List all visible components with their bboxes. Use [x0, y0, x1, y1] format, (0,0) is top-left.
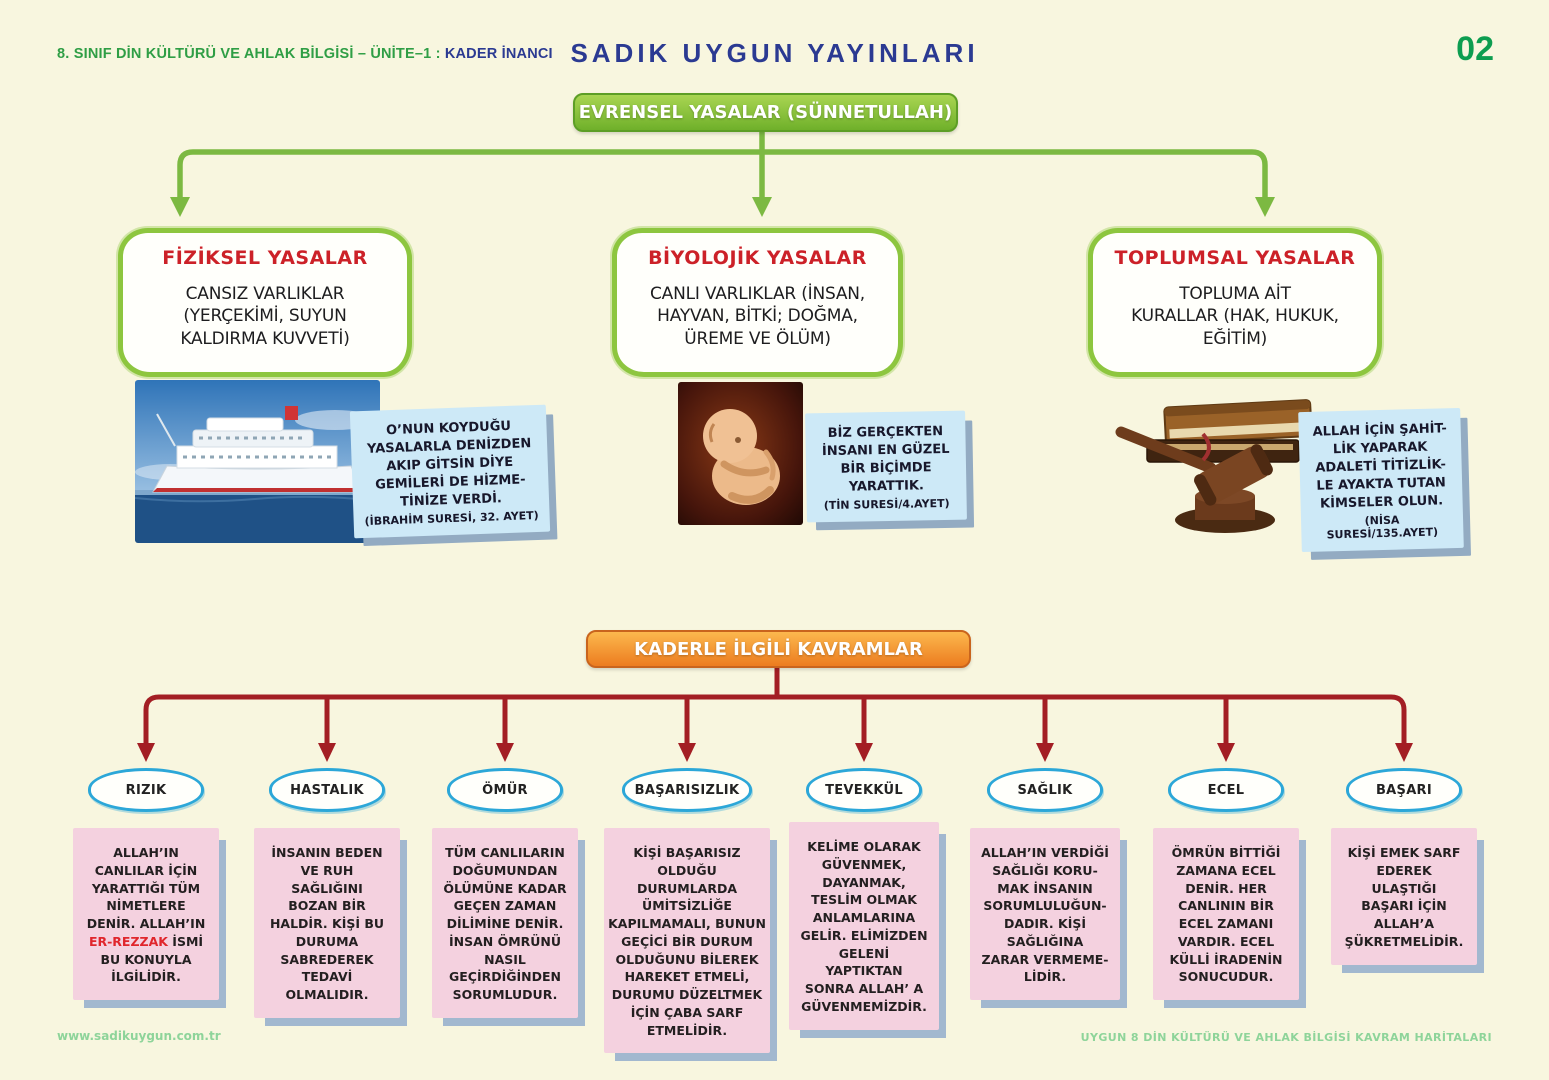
unit-label: KADER İNANCI — [444, 46, 553, 62]
series-title: UYGUN 8 DİN KÜLTÜRÜ VE AHLAK BİLGİSİ KAV… — [1080, 1031, 1492, 1044]
concept-oval-basari: BAŞARI — [1346, 768, 1462, 812]
cruise-ship-photo — [135, 380, 380, 543]
concept-text: ÖMRÜN BİTTİĞİ ZAMANA ECEL DENİR. HER CAN… — [1157, 844, 1295, 986]
concept-note-basarisizlik: KİŞİ BAŞARISIZ OLDUĞU DURUMLARDA ÜMİTSİZ… — [604, 828, 770, 1054]
text-pre: ALLAH’IN VERDİĞİ SAĞLIĞI KORU- MAK İNSAN… — [981, 845, 1109, 985]
verse-note-biological: BİZ GERÇEKTEN İNSANI EN GÜZEL BİR BİÇİMD… — [805, 410, 967, 523]
law-title: BİYOLOJİK YASALAR — [648, 247, 867, 269]
verse-source: (NİSA SURESİ/135.AYET) — [1326, 513, 1439, 542]
highlighted-term: ER-REZZAK — [88, 933, 168, 949]
verse-text: ALLAH İÇİN ŞAHİT- LİK YAPARAK ADALETİ Tİ… — [1312, 421, 1447, 512]
concept-oval-saglik: SAĞLIK — [987, 768, 1103, 812]
concept-text: ALLAH’IN VERDİĞİ SAĞLIĞI KORU- MAK İNSAN… — [974, 844, 1116, 986]
law-box-social: TOPLUMSAL YASALAR TOPLUMA AİT KURALLAR (… — [1088, 228, 1382, 377]
concept-note-tevekkul: KELİME OLARAK GÜVENMEK, DAYANMAK, TESLİM… — [789, 822, 939, 1030]
verse-note-physical: O’NUN KOYDUĞU YASALARLA DENİZDEN AKIP Gİ… — [349, 404, 551, 539]
gavel-books-photo — [1103, 374, 1318, 544]
fetus-photo — [678, 382, 803, 525]
law-body: CANSIZ VARLIKLAR (YERÇEKİMİ, SUYUN KALDI… — [180, 284, 350, 349]
concept-text: ALLAH’IN CANLILAR İÇİN YARATTIĞI TÜM NİM… — [77, 844, 215, 986]
law-title: TOPLUMSAL YASALAR — [1114, 247, 1356, 269]
website-url: www.sadikuygun.com.tr — [57, 1029, 221, 1043]
header-course-title: 8. SINIF DİN KÜLTÜRÜ VE AHLAK BİLGİSİ – … — [57, 46, 553, 62]
law-title: FİZİKSEL YASALAR — [162, 247, 368, 269]
text-pre: KİŞİ BAŞARISIZ OLDUĞU DURUMLARDA ÜMİTSİZ… — [608, 845, 766, 1038]
publisher-title: SADIK UYGUN YAYINLARI — [570, 38, 979, 68]
concept-text: KELİME OLARAK GÜVENMEK, DAYANMAK, TESLİM… — [793, 838, 935, 1016]
concept-oval-ecel: ECEL — [1168, 768, 1284, 812]
text-pre: ALLAH’IN CANLILAR İÇİN YARATTIĞI TÜM NİM… — [86, 845, 206, 931]
course-label: 8. SINIF DİN KÜLTÜRÜ VE AHLAK BİLGİSİ – … — [57, 46, 445, 62]
concept-note-omur: TÜM CANLILARIN DOĞUMUNDAN ÖLÜMÜNE KADAR … — [432, 828, 578, 1018]
law-box-physical: FİZİKSEL YASALAR CANSIZ VARLIKLAR (YERÇE… — [118, 228, 412, 377]
concept-note-basari: KİŞİ EMEK SARF EDEREK ULAŞTIĞI BAŞARI İÇ… — [1331, 828, 1477, 965]
text-pre: TÜM CANLILARIN DOĞUMUNDAN ÖLÜMÜNE KADAR … — [443, 845, 567, 1002]
concept-note-saglik: ALLAH’IN VERDİĞİ SAĞLIĞI KORU- MAK İNSAN… — [970, 828, 1120, 1000]
concept-note-rizik: ALLAH’IN CANLILAR İÇİN YARATTIĞI TÜM NİM… — [73, 828, 219, 1000]
law-body: TOPLUMA AİT KURALLAR (HAK, HUKUK, EĞİTİM… — [1131, 284, 1339, 349]
concept-oval-tevekkul: TEVEKKÜL — [806, 768, 922, 812]
concept-oval-omur: ÖMÜR — [447, 768, 563, 812]
concept-text: KİŞİ EMEK SARF EDEREK ULAŞTIĞI BAŞARI İÇ… — [1335, 844, 1473, 951]
verse-note-social: ALLAH İÇİN ŞAHİT- LİK YAPARAK ADALETİ Tİ… — [1298, 407, 1464, 552]
concept-text: İNSANIN BEDEN VE RUH SAĞLIĞINI BOZAN BİR… — [258, 844, 396, 1004]
concepts-root-node: KADERLE İLGİLİ KAVRAMLAR — [586, 630, 971, 668]
page-number: 02 — [1456, 30, 1494, 68]
text-pre: İNSANIN BEDEN VE RUH SAĞLIĞINI BOZAN BİR… — [269, 845, 385, 1002]
concept-note-ecel: ÖMRÜN BİTTİĞİ ZAMANA ECEL DENİR. HER CAN… — [1153, 828, 1299, 1000]
verse-text: BİZ GERÇEKTEN İNSANI EN GÜZEL BİR BİÇİMD… — [821, 423, 950, 495]
text-pre: KİŞİ EMEK SARF EDEREK ULAŞTIĞI BAŞARI İÇ… — [1344, 845, 1464, 949]
text-pre: KELİME OLARAK GÜVENMEK, DAYANMAK, TESLİM… — [800, 839, 928, 1014]
text-pre: ÖMRÜN BİTTİĞİ ZAMANA ECEL DENİR. HER CAN… — [1169, 845, 1283, 985]
text-post: İSMİ BU KONUYLA İLGİLİDİR. — [100, 933, 204, 985]
concept-oval-rizik: RIZIK — [88, 768, 204, 812]
verse-source: (TİN SURESİ/4.AYET) — [823, 496, 950, 512]
concept-note-hastalik: İNSANIN BEDEN VE RUH SAĞLIĞINI BOZAN BİR… — [254, 828, 400, 1018]
law-box-biological: BİYOLOJİK YASALAR CANLI VARLIKLAR (İNSAN… — [612, 228, 903, 377]
verse-text: O’NUN KOYDUĞU YASALARLA DENİZDEN AKIP Gİ… — [366, 418, 532, 510]
concept-text: KİŞİ BAŞARISIZ OLDUĞU DURUMLARDA ÜMİTSİZ… — [608, 844, 766, 1039]
concept-text: TÜM CANLILARIN DOĞUMUNDAN ÖLÜMÜNE KADAR … — [436, 844, 574, 1004]
concept-oval-basarisizlik: BAŞARISIZLIK — [622, 768, 752, 812]
concept-oval-hastalik: HASTALIK — [269, 768, 385, 812]
root-node-universal-laws: EVRENSEL YASALAR (SÜNNETULLAH) — [573, 93, 958, 132]
law-body: CANLI VARLIKLAR (İNSAN, HAYVAN, BİTKİ; D… — [649, 284, 866, 349]
